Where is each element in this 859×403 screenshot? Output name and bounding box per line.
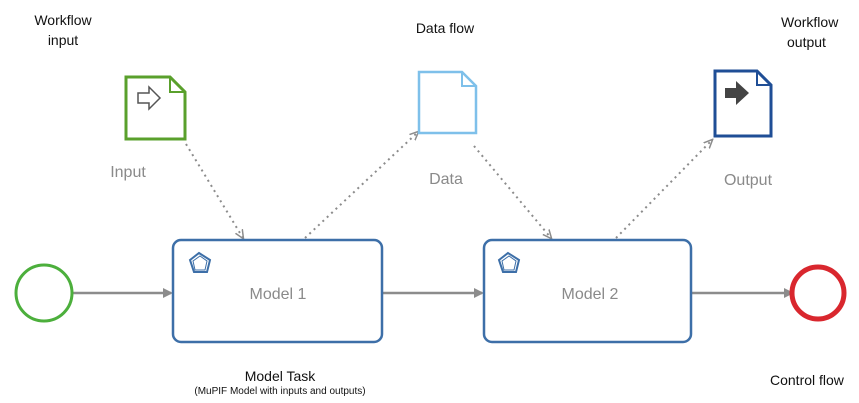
data-association-data-to-model2: [473, 145, 551, 238]
input-document-icon[interactable]: [124, 75, 187, 141]
model2-label: Model 2: [561, 286, 619, 303]
data-association-input-to-model1: [185, 143, 243, 238]
output-document-icon[interactable]: [713, 69, 773, 138]
data-label: Data: [429, 171, 463, 188]
workflow-input-line2: input: [47, 32, 79, 48]
pentagon-icon: [188, 251, 212, 273]
workflow-output-annotation: Workflow output: [781, 12, 857, 52]
control-flow-annotation: Control flow: [770, 372, 844, 388]
data-association-model2-to-output: [615, 140, 712, 239]
model1-task[interactable]: [171, 238, 384, 344]
data-association-model1-to-data: [304, 132, 418, 239]
model1-label: Model 1: [249, 286, 307, 303]
workflow-output-line2: output: [787, 34, 826, 50]
model2-task[interactable]: [482, 238, 693, 344]
data-flow-annotation: Data flow: [415, 20, 475, 36]
pentagon-icon: [497, 251, 521, 273]
workflow-input-line1: Workflow: [34, 12, 92, 28]
input-label: Input: [110, 164, 146, 181]
end-event[interactable]: [789, 264, 847, 322]
model-task-annotation: Model Task: [244, 368, 316, 384]
start-event[interactable]: [14, 263, 74, 323]
data-document-icon[interactable]: [417, 70, 478, 135]
workflow-output-line1: Workflow: [781, 14, 839, 30]
model-task-subtitle: (MuPIF Model with inputs and outputs): [194, 386, 366, 397]
workflow-input-annotation: Workflow input: [26, 10, 100, 50]
output-label: Output: [723, 172, 773, 189]
